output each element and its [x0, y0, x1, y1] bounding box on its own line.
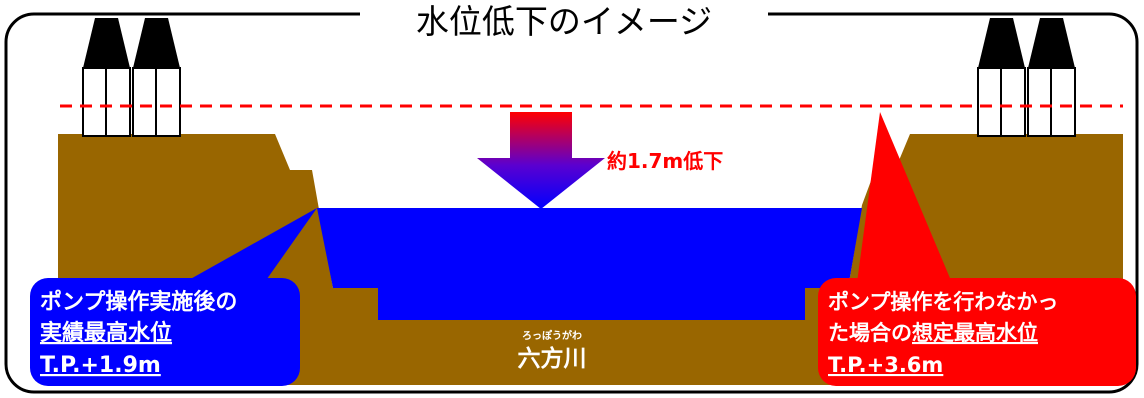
- assumed-max-level-box: ポンプ操作を行わなかっ た場合の想定最高水位 T.P.+3.6m: [818, 278, 1136, 386]
- actual-box-line1: ポンプ操作実施後の: [40, 289, 237, 315]
- actual-max-level-box: ポンプ操作実施後の 実績最高水位 T.P.+1.9m: [30, 278, 300, 386]
- actual-level-pointer: [178, 208, 317, 286]
- river-name-reading: ろっぽうがわ: [522, 329, 582, 342]
- river-name: 六方川: [518, 345, 587, 372]
- river-water: [317, 208, 862, 320]
- assumed-box-line2-prefix: た場合の: [828, 321, 912, 345]
- title-background: [360, 0, 768, 42]
- diagram-title: 水位低下のイメージ: [416, 2, 712, 41]
- assumed-box-line2: た場合の想定最高水位: [828, 321, 1038, 345]
- assumed-box-line3: T.P.+3.6m: [828, 353, 943, 377]
- water-drop-arrow: [477, 112, 605, 209]
- left-houses: [82, 18, 181, 137]
- assumed-box-line1: ポンプ操作を行わなかっ: [828, 290, 1058, 314]
- right-houses: [977, 18, 1076, 137]
- assumed-box-line2-underlined: 想定最高水位: [912, 321, 1038, 345]
- actual-box-line3: T.P.+1.9m: [40, 353, 161, 378]
- drop-amount-label: 約1.7m低下: [607, 149, 723, 173]
- assumed-level-pointer: [856, 112, 955, 290]
- actual-box-line2: 実績最高水位: [40, 320, 172, 346]
